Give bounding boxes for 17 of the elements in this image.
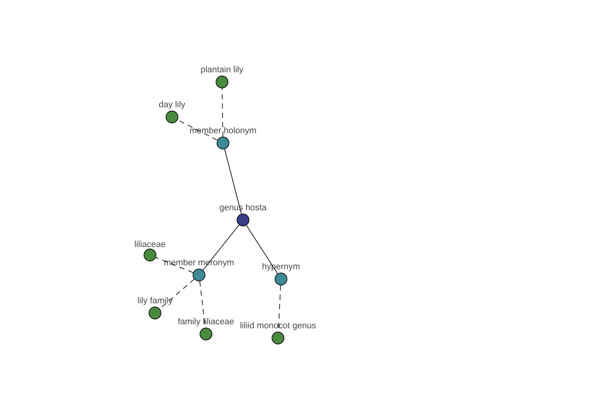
graph-node: liliaceae: [134, 240, 166, 262]
graph-node: lily family: [138, 297, 173, 320]
connector-line: [224, 148, 242, 214]
node-label: day lily: [159, 101, 186, 110]
connector-line: [177, 120, 218, 140]
connector-line: [202, 224, 240, 270]
node-label: lily family: [138, 297, 173, 306]
graph-node: member holonym: [190, 127, 256, 150]
node-label: member holonym: [190, 126, 256, 136]
connector-line: [156, 257, 194, 273]
connector-line: [159, 278, 195, 310]
node-label: liliaceae: [134, 240, 166, 248]
connector-line: [246, 225, 278, 274]
graph-node: day lily: [159, 101, 186, 124]
node-label: plantain lily: [201, 66, 244, 74]
graph-node: plantain lily: [201, 66, 244, 88]
connector-line: [222, 88, 224, 137]
